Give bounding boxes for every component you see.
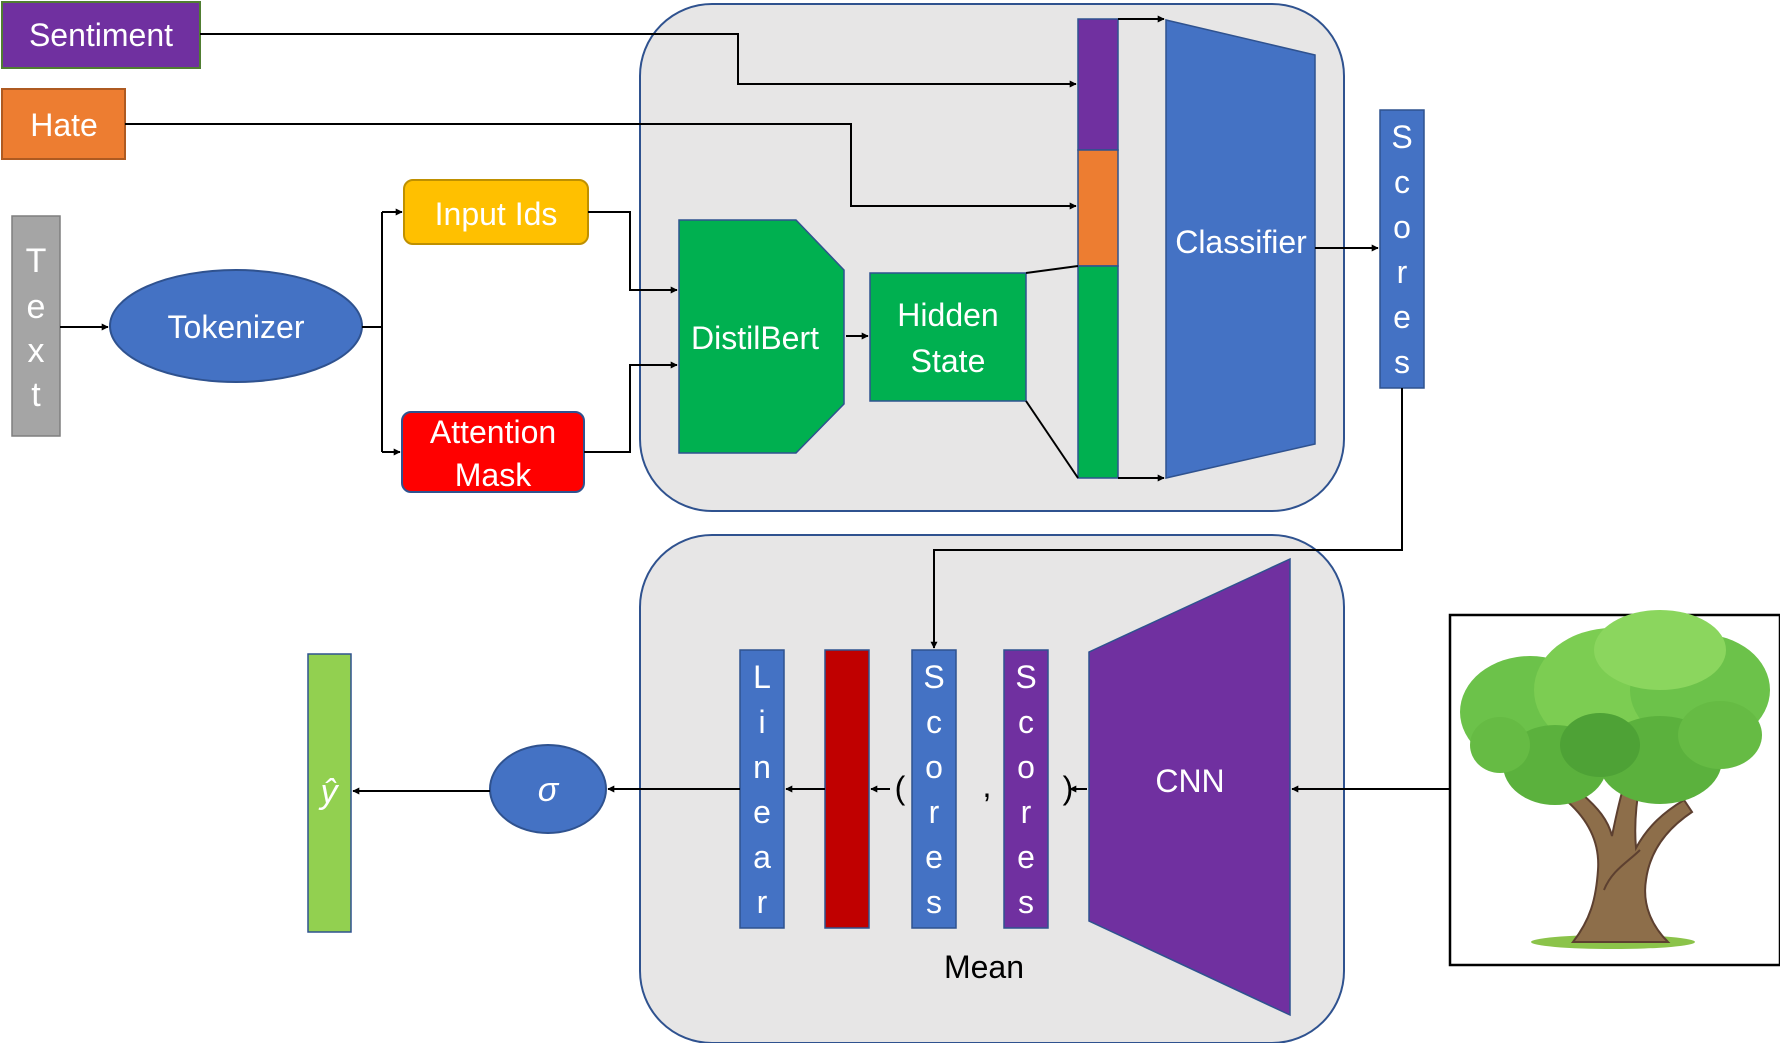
classifier-block	[1165, 19, 1316, 479]
cnn-label: CNN	[1155, 763, 1224, 799]
scores-letter: c	[1394, 164, 1410, 200]
fusion-text-scores-letter: e	[925, 839, 943, 875]
concat-sentiment-segment	[1077, 18, 1119, 151]
distilbert-block	[678, 219, 845, 454]
fusion-text-scores-box	[911, 649, 957, 929]
fusion-text-scores-letter: S	[923, 659, 944, 695]
text-letter: x	[28, 332, 45, 370]
hidden-state-label: Hidden	[897, 297, 998, 333]
hate-label: Hate	[30, 107, 98, 143]
fused-vector-box	[824, 649, 870, 929]
scores-letter: S	[1391, 119, 1412, 155]
sigmoid-label: σ	[538, 771, 560, 809]
attention-mask-label: Mask	[455, 457, 532, 493]
fusion-image-scores-letter: r	[1021, 794, 1032, 830]
fusion-image-scores-letter: s	[1018, 884, 1034, 920]
concat-hidden-segment	[1077, 265, 1119, 479]
cnn-block	[1088, 557, 1291, 1017]
fusion-text-scores-letter: s	[926, 884, 942, 920]
connectors	[60, 15, 1450, 795]
linear-letter: i	[758, 704, 765, 740]
scores-letter: o	[1393, 209, 1411, 245]
paren-open: (	[895, 770, 906, 806]
text-scores-box	[1379, 109, 1425, 389]
text-letter: e	[27, 288, 46, 326]
output-box	[307, 653, 352, 933]
text-letter: T	[26, 242, 47, 280]
text-input-box	[11, 215, 61, 437]
classifier-label: Classifier	[1175, 224, 1307, 260]
attention-mask-label: Attention	[430, 414, 556, 450]
hidden-state-label: State	[911, 343, 986, 379]
distilbert-label: DistilBert	[691, 320, 819, 356]
fusion-image-scores-letter: e	[1017, 839, 1035, 875]
scores-letter: e	[1393, 299, 1411, 335]
concat-hate-segment	[1077, 149, 1119, 267]
linear-letter: e	[753, 794, 771, 830]
paren-close: )	[1063, 770, 1074, 806]
linear-letter: L	[753, 659, 771, 695]
scores-letter: s	[1394, 344, 1410, 380]
sentiment-box	[1, 1, 201, 69]
linear-box	[739, 649, 785, 929]
fusion-text-scores-letter: r	[929, 794, 940, 830]
linear-letter: r	[757, 884, 768, 920]
comma: ,	[983, 768, 992, 804]
fusion-image-scores-letter: S	[1015, 659, 1036, 695]
tree-image	[1460, 610, 1770, 949]
fusion-text-scores-letter: c	[926, 704, 942, 740]
fusion-text-scores-letter: o	[925, 749, 943, 785]
input-ids-label: Input Ids	[435, 196, 558, 232]
tokenizer-label: Tokenizer	[168, 309, 305, 345]
output-label: ŷ	[319, 773, 340, 811]
sentiment-label: Sentiment	[29, 17, 173, 53]
fusion-image-scores-letter: o	[1017, 749, 1035, 785]
text-letter: t	[31, 376, 41, 414]
mean-label: Mean	[944, 949, 1024, 985]
sigmoid-ellipse	[489, 744, 607, 834]
hidden-state-box	[869, 272, 1027, 402]
linear-letter: a	[753, 839, 771, 875]
fusion-image-scores-letter: c	[1018, 704, 1034, 740]
scores-letter: r	[1397, 254, 1408, 290]
linear-letter: n	[753, 749, 771, 785]
fusion-image-scores-box	[1003, 649, 1049, 929]
